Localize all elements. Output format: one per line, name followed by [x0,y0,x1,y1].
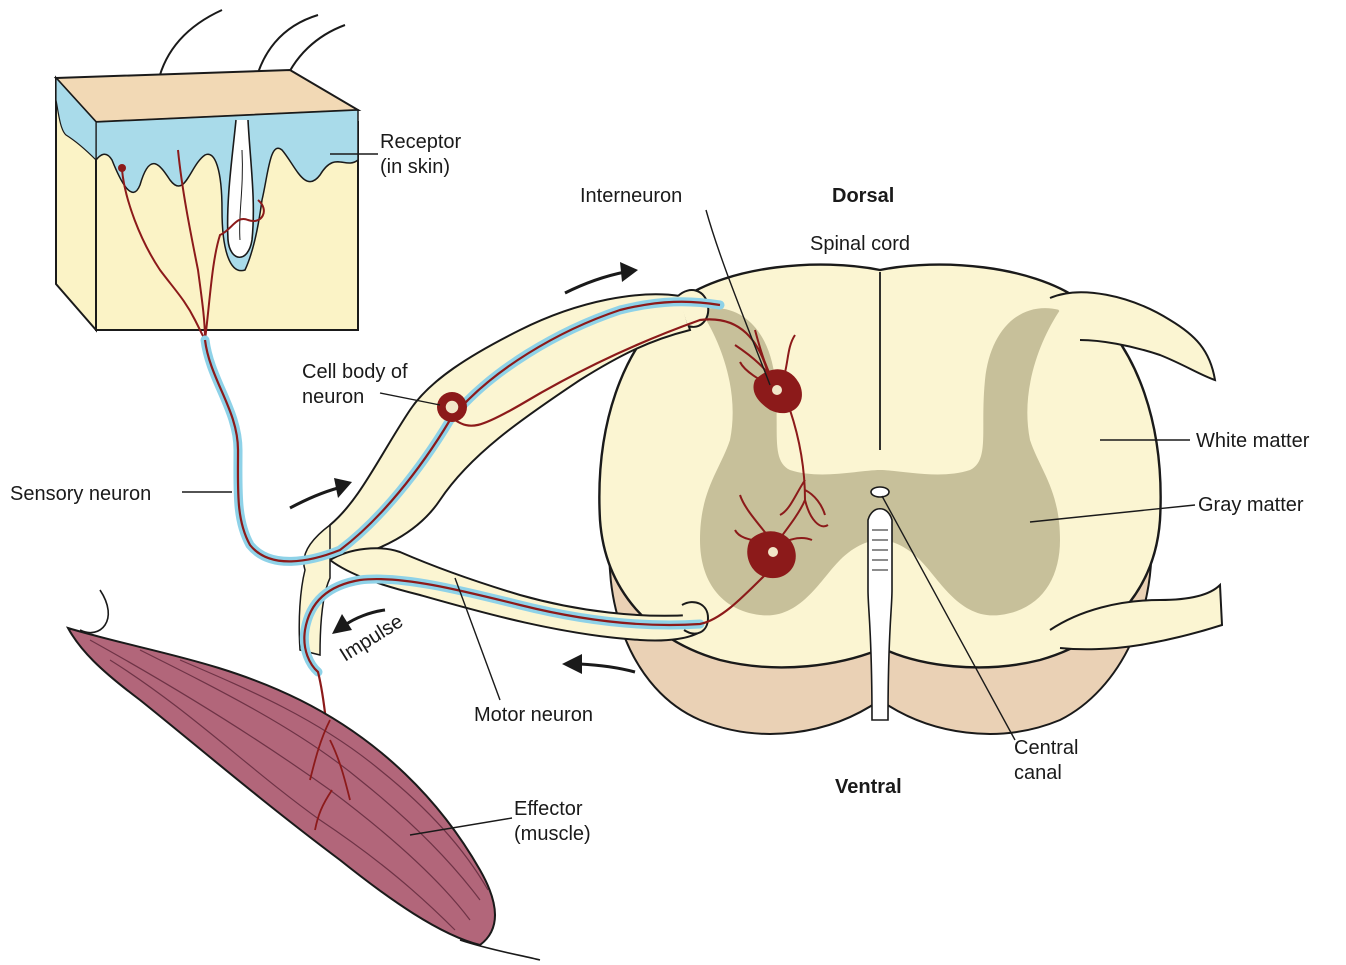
sensory-nucleus [445,400,459,414]
hair-1 [158,10,222,82]
label-canal: canal [1014,762,1062,784]
interneuron-nucleus [772,385,782,395]
label-spinal-cord: Spinal cord [810,233,910,255]
label-ventral: Ventral [835,776,902,798]
label-effector: Effector [514,798,583,820]
motor-nucleus [768,547,778,557]
label-white-matter: White matter [1196,430,1310,452]
label-receptor: Receptor [380,131,461,153]
central-canal [871,487,889,497]
tendon-top [80,590,108,633]
label-gray-matter: Gray matter [1198,494,1304,516]
arrow-sensory [290,488,338,508]
label-sensory-neuron: Sensory neuron [10,483,151,505]
label-motor-neuron: Motor neuron [474,704,593,726]
label-cell-body-sub: neuron [302,386,364,408]
arrow-ventral-root-head [562,654,582,674]
label-central: Central [1014,737,1078,759]
tendon-bottom [460,940,540,960]
arrow-sensory-head [334,478,352,498]
receptor-dot [118,164,126,172]
arrow-dorsal-root [565,272,625,293]
label-cell-body: Cell body of [302,361,408,383]
label-dorsal: Dorsal [832,185,894,207]
muscle-belly [68,628,495,945]
skin-block [56,10,358,340]
label-interneuron: Interneuron [580,185,682,207]
spinal-cord [599,265,1222,734]
label-receptor-sub: (in skin) [380,156,450,178]
arrow-dorsal-root-head [620,262,638,282]
label-effector-sub: (muscle) [514,823,591,845]
label-impulse: Impulse [336,610,407,666]
arrow-ventral-root [580,664,635,672]
